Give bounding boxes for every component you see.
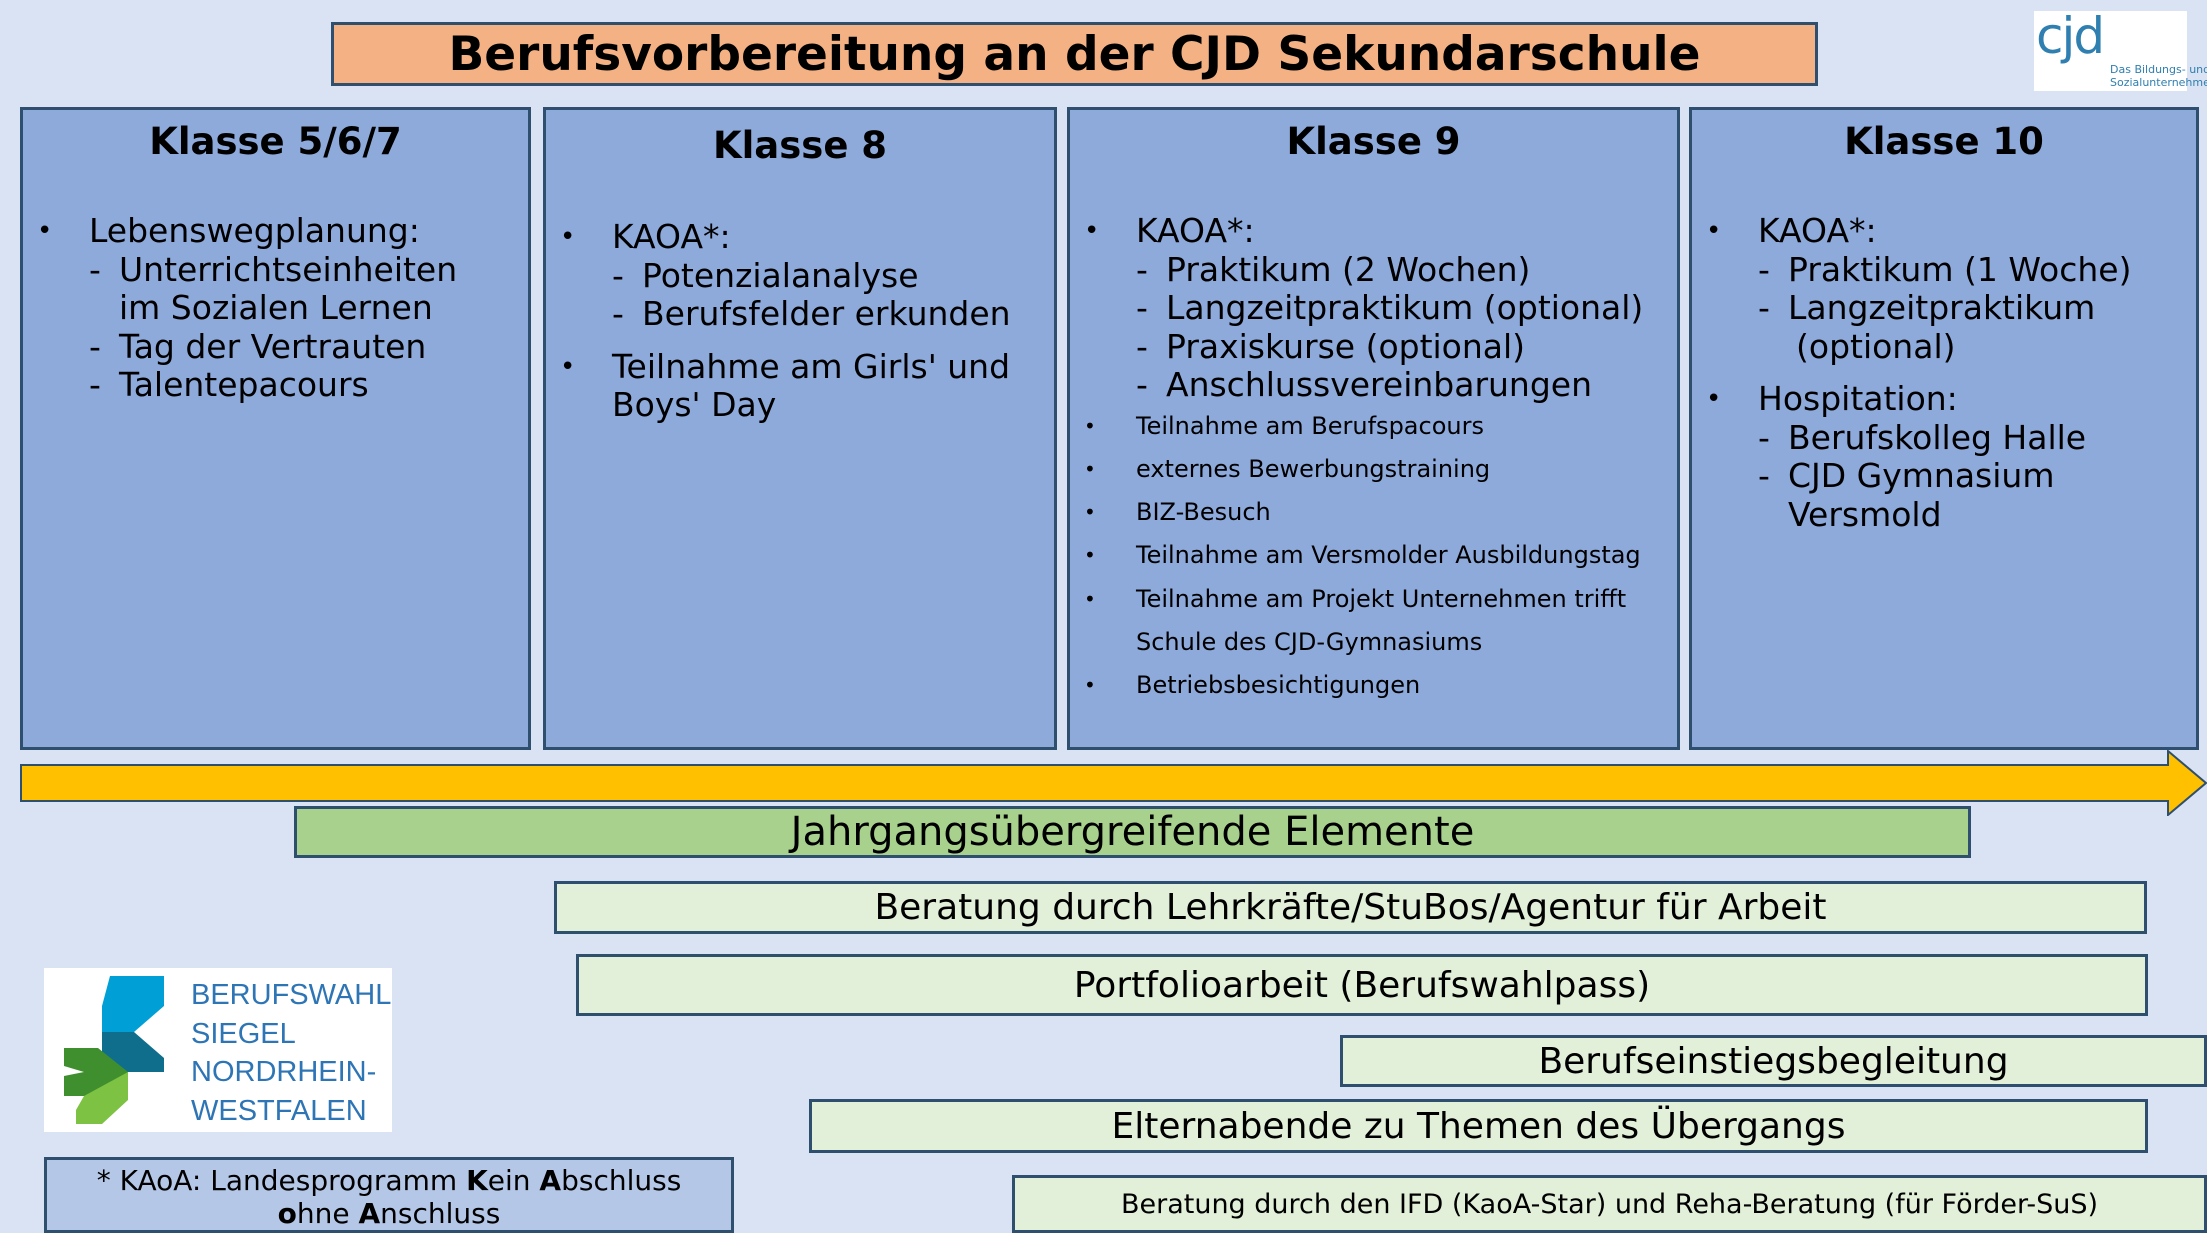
sub-list-item-continued: im Sozialen Lernen	[119, 288, 433, 327]
cjd-logo: cjd Das Bildungs- und Sozialunternehmen	[2034, 7, 2207, 91]
grade-heading: Klasse 8	[712, 124, 888, 167]
grade-heading: Klasse 10	[1844, 120, 2044, 163]
grade-box-10: Klasse 10 KAOA*: -Praktikum (1 Woche) -L…	[1689, 107, 2199, 750]
sub-list-item: -Praktikum (1 Woche)	[1758, 249, 2132, 289]
sub-list-item: -Unterrichtseinheiten	[89, 249, 458, 289]
list-item: Teilnahme am Versmolder Ausbildungstag	[1070, 534, 1678, 578]
grade-box-8: Klasse 8 KAOA*: -Potenzialanalyse -Beruf…	[543, 107, 1057, 750]
grade-heading: Klasse 5/6/7	[149, 120, 402, 163]
berufswahl-siegel-logo: BERUFSWAHL SIEGEL NORDRHEIN- WESTFALEN	[44, 968, 392, 1132]
list-item: Hospitation:	[1692, 379, 2197, 419]
sub-list-item: -Berufskolleg Halle	[1758, 417, 2087, 457]
sub-list-item: -Praktikum (2 Wochen)	[1136, 249, 1531, 289]
list-item: Teilnahme am Berufspacours	[1070, 405, 1678, 449]
sub-list-item: -Praxiskurse (optional)	[1136, 326, 1526, 366]
footnote-line-2: ohne Anschluss	[277, 1197, 501, 1230]
list-item: Teilnahme am Girls' und	[546, 347, 1056, 387]
list-item: Teilnahme am Projekt Unternehmen trifft	[1070, 578, 1678, 622]
timeline-arrow	[20, 750, 2207, 816]
cjd-logo-mark: cjd	[2036, 7, 2105, 65]
grade-box-5-6-7: Klasse 5/6/7 Lebenswegplanung: -Unterric…	[20, 107, 531, 750]
element-career-entry-support: Berufseinstiegsbegleitung	[1340, 1035, 2207, 1087]
list-item: Betriebsbesichtigungen	[1070, 664, 1678, 708]
list-item: externes Bewerbungstraining	[1070, 448, 1678, 492]
sub-list-item-continued: (optional)	[1796, 326, 1956, 366]
list-item: KAOA*:	[1070, 211, 1678, 251]
sub-list-item: -Talentepacours	[89, 365, 369, 404]
cjd-logo-tagline: Das Bildungs- und Sozialunternehmen	[2110, 63, 2207, 89]
list-item-continued: Boys' Day	[612, 385, 777, 424]
footnote-line-1: * KAoA: Landesprogramm Kein Abschluss	[96, 1164, 682, 1197]
sub-list-item: -Tag der Vertrauten	[89, 326, 427, 366]
sub-list-item: -Anschlussvereinbarungen	[1136, 365, 1593, 404]
sub-list-item: -Langzeitpraktikum (optional)	[1136, 288, 1644, 327]
grade-heading: Klasse 9	[1286, 120, 1461, 163]
sub-list-item: -Potenzialanalyse	[612, 255, 919, 295]
element-portfolio: Portfolioarbeit (Berufswahlpass)	[576, 954, 2148, 1016]
sub-list-item: -Langzeitpraktikum	[1758, 288, 2096, 327]
element-ifd-counseling: Beratung durch den IFD (KaoA-Star) und R…	[1012, 1175, 2207, 1233]
sub-list-item: -Berufsfelder erkunden	[612, 294, 1011, 333]
list-item: KAOA*:	[1692, 211, 2197, 251]
list-item: BIZ-Besuch	[1070, 491, 1678, 535]
list-item: Lebenswegplanung:	[23, 211, 528, 251]
list-item-continued: Schule des CJD-Gymnasiums	[1136, 627, 1483, 656]
cross-grade-elements-heading: Jahrgangsübergreifende Elemente	[294, 806, 1971, 858]
grade-box-9: Klasse 9 KAOA*: -Praktikum (2 Wochen) -L…	[1067, 107, 1680, 750]
list-item: KAOA*:	[546, 217, 1056, 257]
sub-list-item: -CJD Gymnasium	[1758, 456, 2055, 495]
siegel-logo-text: BERUFSWAHL SIEGEL NORDRHEIN- WESTFALEN	[191, 979, 392, 1127]
page-title: Berufsvorbereitung an der CJD Sekundarsc…	[331, 22, 1818, 86]
element-counseling: Beratung durch Lehrkräfte/StuBos/Agentur…	[554, 881, 2147, 934]
footnote: * KAoA: Landesprogramm Kein Abschluss oh…	[44, 1157, 734, 1233]
element-parent-evenings: Elternabende zu Themen des Übergangs	[809, 1099, 2148, 1153]
siegel-emblem-icon	[64, 976, 164, 1124]
sub-list-item-continued: Versmold	[1788, 494, 1942, 534]
